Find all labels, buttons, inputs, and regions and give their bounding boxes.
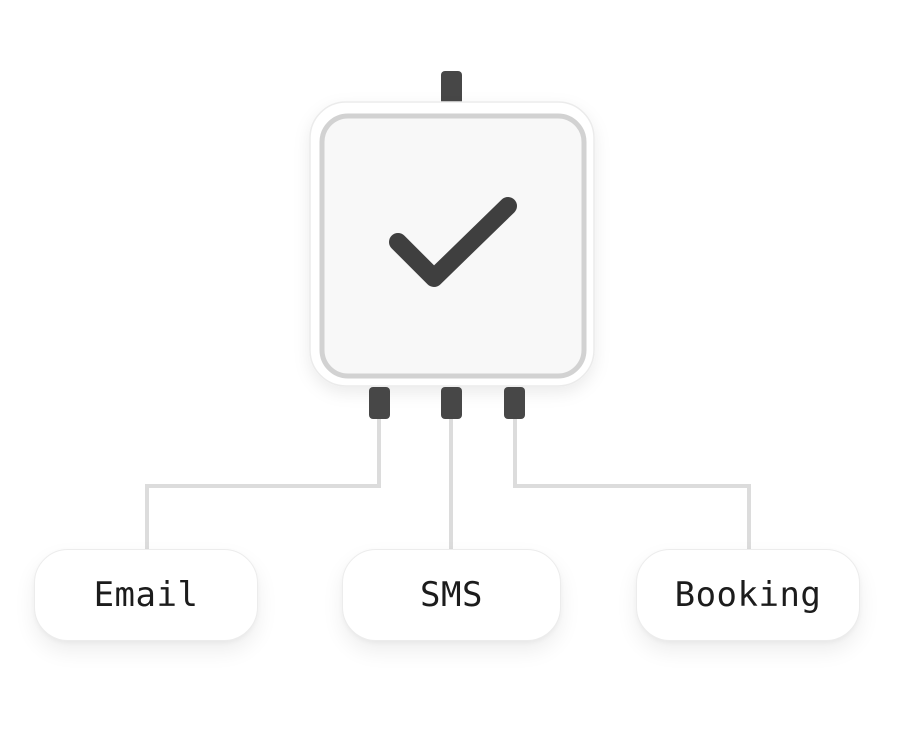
output-connector-pin-sms[interactable]: [441, 387, 462, 419]
hub-card-inner: [319, 113, 587, 379]
output-node-label: SMS: [420, 575, 483, 615]
connection-line-booking: [513, 418, 751, 549]
output-node-label: Booking: [674, 575, 822, 615]
output-connector-pin-email[interactable]: [369, 387, 390, 419]
check-icon: [389, 197, 517, 287]
hub-node[interactable]: [309, 101, 595, 387]
connection-line-email: [145, 418, 381, 549]
output-node-label: Email: [93, 575, 199, 615]
output-node-booking[interactable]: Booking: [636, 549, 860, 641]
output-node-email[interactable]: Email: [34, 549, 258, 641]
input-connector-pin[interactable]: [441, 71, 462, 105]
output-node-sms[interactable]: SMS: [342, 549, 561, 641]
output-connector-pin-booking[interactable]: [504, 387, 525, 419]
